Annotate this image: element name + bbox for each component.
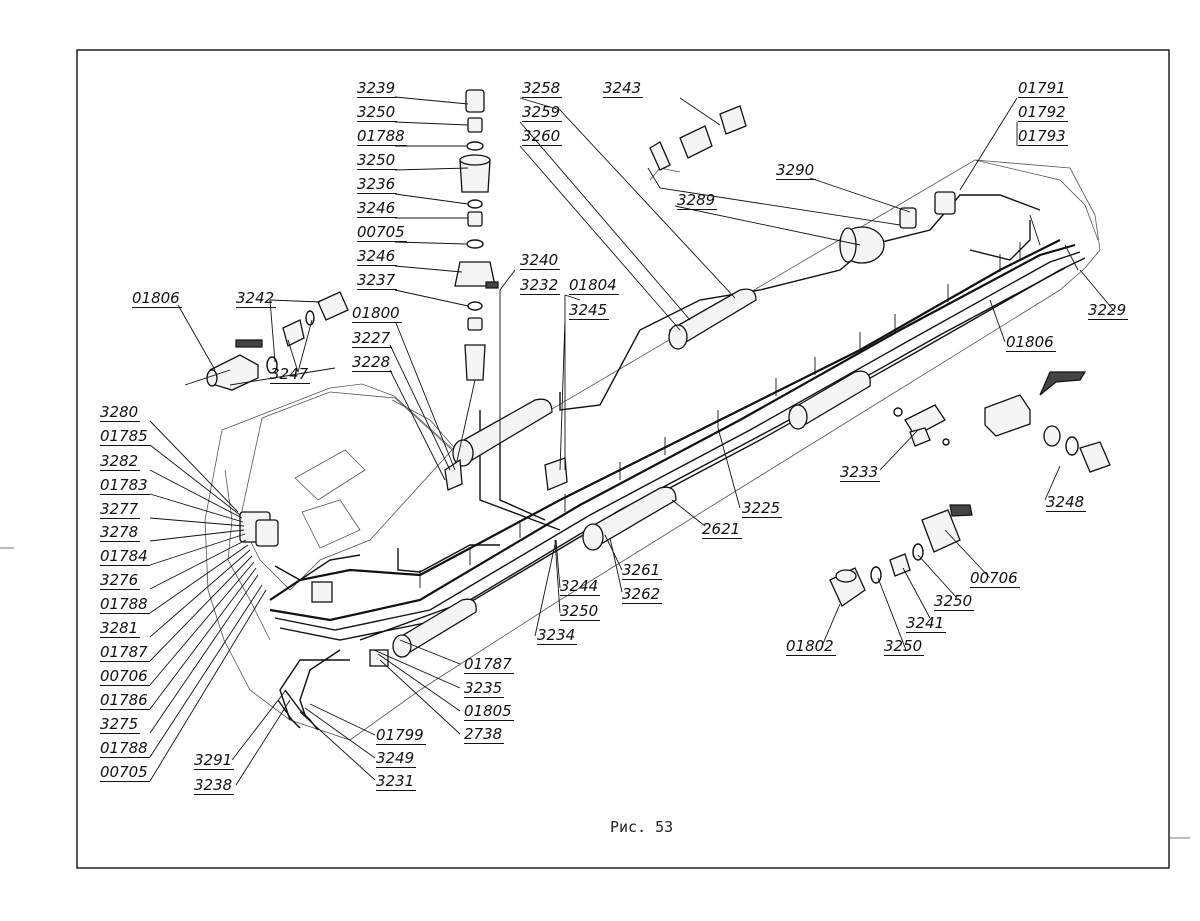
callout-label: 3246	[357, 199, 398, 218]
figure-caption: Рис. 53	[610, 818, 674, 836]
callout-label: 00706	[100, 667, 150, 686]
tee-fitting-3233	[893, 404, 950, 447]
callout-label: 3280	[100, 403, 141, 422]
callout-label: 3250	[357, 151, 398, 170]
callout-label: 3250	[884, 637, 925, 656]
callout-label: 00706	[970, 569, 1020, 588]
callout-label: 3291	[194, 751, 235, 770]
callout-label: 3238	[194, 776, 235, 795]
callout-label: 3289	[677, 191, 718, 210]
callout-label: 01786	[100, 691, 150, 710]
callout-label: 3249	[376, 749, 417, 768]
callout-label: 3227	[352, 329, 393, 348]
callout-label: 3239	[357, 79, 398, 98]
callout-label: 3278	[100, 523, 141, 542]
callout-label: 00705	[357, 223, 407, 242]
callout-label: 01804	[569, 276, 619, 295]
callout-label: 2738	[464, 725, 505, 744]
callout-label: 3277	[100, 500, 141, 519]
callout-label: 3236	[357, 175, 398, 194]
callout-label: 3258	[522, 79, 563, 98]
front-valve-cluster	[239, 457, 568, 731]
callout-label: 01788	[100, 739, 150, 758]
callout-label: 01787	[100, 643, 150, 662]
callout-label: 01802	[786, 637, 836, 656]
callout-label: 3250	[357, 103, 398, 122]
drain-valve-3248	[984, 371, 1111, 473]
callout-label: 3233	[840, 463, 881, 482]
callout-label: 3234	[537, 626, 578, 645]
pipe-clamps	[419, 242, 1021, 588]
leader-lines	[149, 96, 1116, 786]
callout-label: 01806	[132, 289, 182, 308]
callout-label: 3275	[100, 715, 141, 734]
callout-label: 00705	[100, 763, 150, 782]
exploded-valve-stack	[454, 89, 499, 471]
callout-label: 3235	[464, 679, 505, 698]
main-pipe-runs	[269, 194, 1086, 721]
callout-label: 3260	[522, 127, 563, 146]
callout-label: 3282	[100, 452, 141, 471]
callout-label: 01799	[376, 726, 426, 745]
air-tanks	[392, 226, 885, 658]
callout-label: 3231	[376, 772, 417, 791]
bus-body-outline	[204, 159, 1101, 741]
callout-label: 3276	[100, 571, 141, 590]
callout-label: 3250	[560, 602, 601, 621]
callout-label: 3244	[560, 577, 601, 596]
tank-front	[452, 398, 553, 467]
drawing-frame	[76, 49, 1170, 869]
callout-label: 3237	[357, 271, 398, 290]
callout-label: 3281	[100, 619, 141, 638]
callout-label: 3262	[622, 585, 663, 604]
callout-label: 3247	[270, 365, 311, 384]
callout-label: 3261	[622, 561, 663, 580]
drain-tap-left	[184, 291, 349, 391]
fitting-3243	[647, 105, 901, 226]
callout-label: 01806	[1006, 333, 1056, 352]
callout-label: 01800	[352, 304, 402, 323]
callout-label: 01788	[357, 127, 407, 146]
tank-center	[582, 486, 677, 551]
valve-00706-group	[829, 504, 973, 607]
callout-label: 01791	[1018, 79, 1068, 98]
callout-label: 2621	[702, 520, 743, 539]
callout-label: 3245	[569, 301, 610, 320]
callout-label: 3241	[906, 614, 947, 633]
callout-label: 3225	[742, 499, 783, 518]
tank-lower-front	[392, 598, 477, 658]
callout-label: 01792	[1018, 103, 1068, 122]
callout-label: 01785	[100, 427, 150, 446]
callout-label: 01788	[100, 595, 150, 614]
callout-label: 3248	[1046, 493, 1087, 512]
tank-3289	[839, 226, 885, 264]
callout-label: 3243	[603, 79, 644, 98]
callout-label: 3232	[520, 276, 561, 295]
tank-middle	[788, 370, 871, 430]
tank-rear-upper	[668, 288, 757, 350]
callout-label: 01783	[100, 476, 150, 495]
callout-label: 3246	[357, 247, 398, 266]
callout-label: 3228	[352, 353, 393, 372]
callout-label: 3250	[934, 592, 975, 611]
callout-label: 01787	[464, 655, 514, 674]
callout-label: 3290	[776, 161, 817, 180]
callout-label: 3229	[1088, 301, 1129, 320]
callout-label: 01784	[100, 547, 150, 566]
rear-valves	[899, 191, 1079, 271]
callout-label: 3242	[236, 289, 277, 308]
callout-label: 3259	[522, 103, 563, 122]
callout-label: 3240	[520, 251, 561, 270]
callout-label: 01793	[1018, 127, 1068, 146]
callout-label: 01805	[464, 702, 514, 721]
